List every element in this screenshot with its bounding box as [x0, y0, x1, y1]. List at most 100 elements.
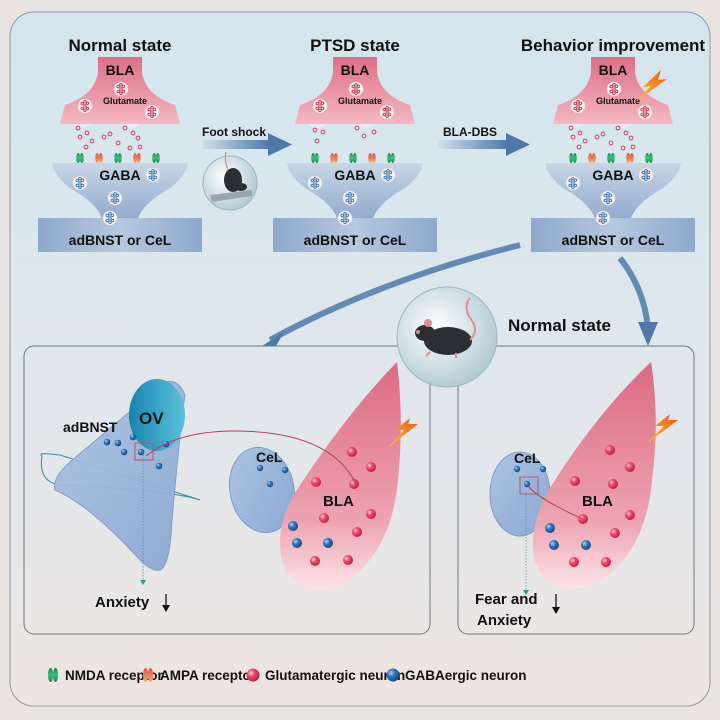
- nmda-receptor-icon: [569, 153, 577, 163]
- fear-label: Fear and: [475, 591, 538, 608]
- gaba-vesicle: [307, 175, 323, 191]
- output-arrow-tip: [140, 580, 146, 585]
- glutamatergic-neuron: [625, 510, 635, 520]
- glutamate-molecule: [127, 145, 133, 151]
- glutamatergic-neuron: [366, 509, 376, 519]
- panel-adbnst-box: [23, 345, 431, 635]
- glutamate-molecule: [320, 129, 326, 135]
- glutamate-molecule: [314, 138, 320, 144]
- foot-shock-transition: Foot shock: [202, 125, 292, 211]
- vesicle-label: Glutamate: [103, 96, 147, 106]
- release-site: [73, 124, 140, 128]
- gabaergic-neuron: [129, 433, 137, 441]
- vesicle-label: Glutamate: [338, 96, 382, 106]
- nmda-receptor-icon: [311, 153, 319, 163]
- gaba-vesicle: [565, 175, 581, 191]
- glutamate-molecule: [101, 134, 107, 140]
- glutamate-molecule: [371, 129, 377, 135]
- glutamatergic-neuron: [610, 528, 620, 538]
- gaba-vesicle: [600, 190, 616, 206]
- gabaergic-neuron: [256, 464, 264, 472]
- gabaergic-neuron: [103, 438, 111, 446]
- glutamate-vesicle: [312, 98, 328, 114]
- bla-dbs-arrow-head: [506, 133, 530, 156]
- gabaergic-neuron: [120, 448, 128, 456]
- ov-label: OV: [139, 409, 164, 428]
- gabaergic-neuron: [545, 523, 555, 533]
- dbs-stimulation-bolt-icon: [388, 418, 418, 448]
- target-region-band: [38, 218, 202, 252]
- glutamate-molecule: [77, 134, 83, 140]
- glutamatergic-neuron: [311, 477, 321, 487]
- ampa-receptor-icon: [626, 153, 634, 163]
- glutamatergic-neuron: [310, 556, 320, 566]
- gabaergic-neuron: [323, 538, 333, 548]
- anxiety-label-right: Anxiety: [477, 612, 532, 629]
- glutamatergic-neuron: [608, 479, 618, 489]
- glutamatergic-neuron: [319, 513, 329, 523]
- ampa-receptor-icon: [133, 153, 141, 163]
- decrease-arrow-icon: [162, 594, 170, 612]
- ampa-receptor-icon: [368, 153, 376, 163]
- bla-label-left: BLA: [323, 493, 354, 510]
- glutamate-molecule: [312, 127, 318, 133]
- gabaergic-neuron-icon: [386, 668, 400, 682]
- glutamate-molecule: [137, 144, 143, 150]
- presynaptic-label: BLA: [599, 62, 628, 78]
- glutamate-molecule: [577, 130, 583, 136]
- glutamate-vesicle: [77, 98, 93, 114]
- target-region-band: [273, 218, 437, 252]
- gabaergic-neuron: [549, 540, 559, 550]
- outcome-arrow-left-head: [262, 332, 284, 346]
- bla-region-left: [280, 362, 401, 590]
- release-site: [308, 124, 375, 128]
- glutamate-molecule: [122, 125, 128, 131]
- gabaergic-neuron: [581, 540, 591, 550]
- glutamate-molecule: [568, 125, 574, 131]
- cel-label-right: CeL: [514, 450, 541, 466]
- glutamate-molecule: [89, 138, 95, 144]
- glutamate-molecule: [608, 140, 614, 146]
- bla-dbs-label: BLA-DBS: [443, 125, 497, 139]
- gaba-vesicle: [638, 167, 654, 183]
- gaba-vesicle: [595, 210, 611, 226]
- outcome-arrow-left: [268, 242, 521, 343]
- gaba-vesicle: [342, 190, 358, 206]
- nmda-receptor-icon: [645, 153, 653, 163]
- gabaergic-neuron: [155, 462, 163, 470]
- cel-label-left: CeL: [256, 449, 283, 465]
- foot-shock-arrow-head: [268, 133, 292, 156]
- presynaptic-label: BLA: [106, 62, 135, 78]
- glutamate-molecule: [576, 144, 582, 150]
- glutamate-molecule: [115, 140, 121, 146]
- projection-target-box-right: [519, 476, 539, 495]
- dbs-stimulation-bolt-icon-right: [646, 414, 678, 444]
- gabaergic-neuron: [292, 538, 302, 548]
- foot-shock-arrow-shaft: [202, 140, 270, 149]
- glutamate-vesicle: [144, 104, 160, 120]
- glutamate-molecule: [135, 135, 141, 141]
- glutamate-molecule: [107, 131, 113, 137]
- gabaergic-neuron: [288, 521, 298, 531]
- postsynaptic-label: GABA: [99, 167, 140, 183]
- glutamate-molecule: [354, 125, 360, 131]
- glutamate-molecule: [630, 144, 636, 150]
- legend-label: Glutamatergic neuron: [265, 668, 405, 683]
- vesicle-label: Glutamate: [596, 96, 640, 106]
- glutamate-molecule: [620, 145, 626, 151]
- gabaergic-neuron: [281, 466, 289, 474]
- cel-circuit-panel: CeL BLA Fear and Anxiety: [475, 362, 678, 629]
- target-region-label: adBNST or CeL: [69, 232, 172, 248]
- panel-title: Behavior improvement: [521, 36, 706, 55]
- nmda-receptor-icon: [349, 153, 357, 163]
- glutamatergic-neuron: [625, 462, 635, 472]
- bla-dbs-arrow-shaft: [438, 140, 508, 149]
- shocked-mouse-icon: [202, 151, 258, 211]
- glutamatergic-neuron: [570, 476, 580, 486]
- nmda-receptor-icon: [114, 153, 122, 163]
- glutamate-molecule: [600, 131, 606, 137]
- output-arrow-tip-right: [523, 590, 529, 595]
